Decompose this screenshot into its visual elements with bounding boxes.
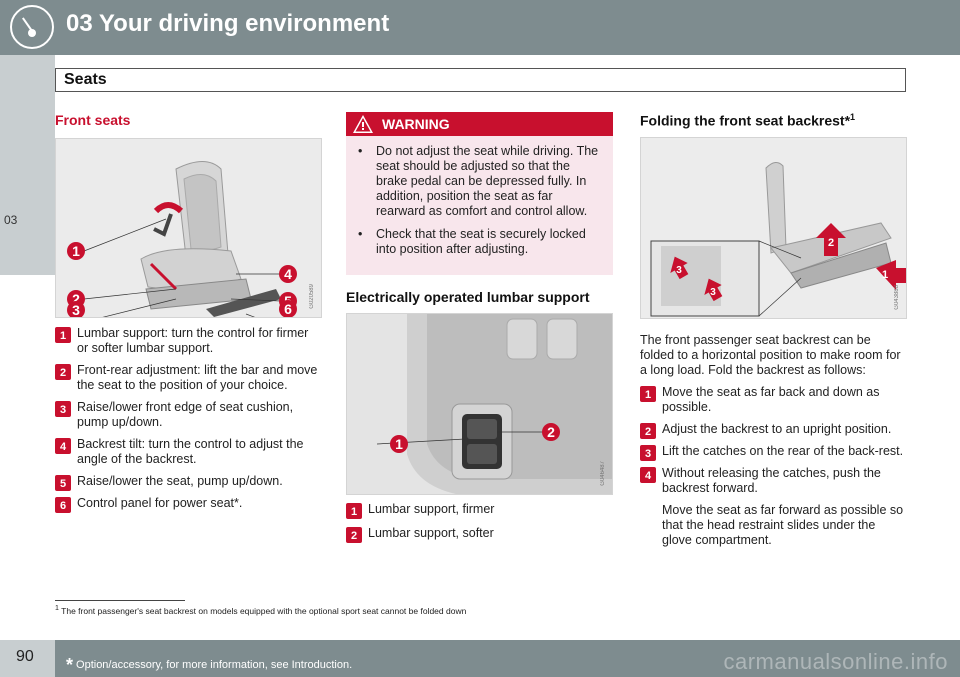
number-badge-icon: 6 <box>55 497 71 513</box>
section-bar: Seats <box>55 68 906 92</box>
section-title: Seats <box>64 71 107 88</box>
callout-2-label: 2 <box>547 424 555 440</box>
callout-1-label: 1 <box>72 243 80 259</box>
warning-item: Check that the seat is securely locked i… <box>358 227 601 257</box>
number-badge-icon: 5 <box>55 475 71 491</box>
page-footer: 90 *Option/accessory, for more informati… <box>0 640 960 677</box>
callout-1-label: 1 <box>882 269 888 281</box>
number-badge-icon: 4 <box>55 438 71 454</box>
svg-text:6: 6 <box>60 500 66 512</box>
number-badge-icon: 1 <box>640 385 656 402</box>
callout-1-marker <box>67 242 85 260</box>
figure-code: G046487 <box>600 461 606 486</box>
svg-text:1: 1 <box>60 330 66 342</box>
number-badge-icon: 3 <box>640 444 656 461</box>
fold-backrest-figure: 1 2 3 3 G043888 <box>640 136 907 319</box>
callout-1-label: 1 <box>395 436 403 452</box>
fold-backrest-heading: Folding the front seat backrest*1 <box>640 112 856 129</box>
lumbar-illustration: 1 2 <box>347 314 612 494</box>
front-seat-figure: 1 2 3 4 5 6 G020589 <box>55 138 322 318</box>
callout-6-marker <box>279 300 297 317</box>
callout-4-marker <box>279 265 297 283</box>
fold-intro: The front passenger seat backrest can be… <box>640 332 901 377</box>
callout-2-label: 2 <box>828 237 834 249</box>
seat-illustration: 1 2 3 4 5 6 <box>56 139 321 318</box>
page-header: 03 Your driving environment <box>0 0 960 55</box>
number-badge-icon: 2 <box>346 527 362 543</box>
number-badge-icon: 4 <box>640 466 656 483</box>
warning-title: WARNING <box>382 116 450 132</box>
callout-1-marker <box>390 435 408 453</box>
callout-3-marker <box>67 301 85 317</box>
warning-list: Do not adjust the seat while driving. Th… <box>346 136 613 257</box>
front-seats-column: Front seats 1 <box>55 112 322 513</box>
gauge-icon <box>10 5 54 49</box>
callout-3-label: 3 <box>72 302 80 318</box>
page-number: 90 <box>16 648 34 665</box>
svg-text:2: 2 <box>645 426 651 438</box>
number-badge-icon: 2 <box>640 422 656 439</box>
page-title: 03 Your driving environment <box>66 10 390 37</box>
fold-seat-illustration: 1 2 3 3 <box>641 137 906 318</box>
warning-header: WARNING <box>346 112 613 136</box>
number-badge-icon: 2 <box>55 364 71 380</box>
chapter-number: 03 <box>4 213 18 227</box>
callout-6-label: 6 <box>284 301 292 317</box>
warning-triangle-icon <box>352 114 374 139</box>
page-number-box: 90 <box>0 640 55 677</box>
svg-text:4: 4 <box>645 470 652 482</box>
footnote: 1 The front passenger's seat backrest on… <box>55 604 467 616</box>
svg-text:4: 4 <box>60 441 67 453</box>
svg-text:1: 1 <box>645 389 651 401</box>
fold-backrest-column: Folding the front seat backrest*1 1 2 3 <box>640 112 907 548</box>
fold-extra-text: Move the seat as far forward as possible… <box>662 502 904 547</box>
number-badge-icon: 1 <box>55 327 71 343</box>
callout-4-label: 4 <box>284 266 292 282</box>
figure-code: G043888 <box>894 284 900 310</box>
number-badge-icon: 1 <box>346 503 362 519</box>
svg-text:3: 3 <box>60 404 66 416</box>
svg-text:3: 3 <box>645 448 651 460</box>
warning-box: WARNING Do not adjust the seat while dri… <box>346 112 613 275</box>
front-seats-heading: Front seats <box>55 112 131 128</box>
footer-note: *Option/accessory, for more information,… <box>66 655 353 675</box>
callout-3-label: 3 <box>676 265 682 276</box>
svg-text:2: 2 <box>60 367 66 379</box>
callout-2-label: 2 <box>72 291 80 307</box>
svg-text:5: 5 <box>60 478 66 490</box>
lumbar-column: WARNING Do not adjust the seat while dri… <box>346 112 613 543</box>
callout-3b-label: 3 <box>710 287 716 298</box>
callout-2-marker <box>542 423 560 441</box>
svg-text:2: 2 <box>351 530 357 542</box>
chapter-tab: 03 <box>0 55 55 275</box>
watermark: carmanualsonline.info <box>723 649 948 674</box>
footnote-divider <box>55 600 185 601</box>
svg-text:1: 1 <box>351 506 357 518</box>
figure-code: G020589 <box>309 284 315 309</box>
warning-item: Do not adjust the seat while driving. Th… <box>358 144 601 219</box>
number-badge-icon: 3 <box>55 401 71 417</box>
lumbar-heading: Electrically operated lumbar support <box>346 289 590 305</box>
lumbar-figure: 1 2 G046487 <box>346 313 613 495</box>
